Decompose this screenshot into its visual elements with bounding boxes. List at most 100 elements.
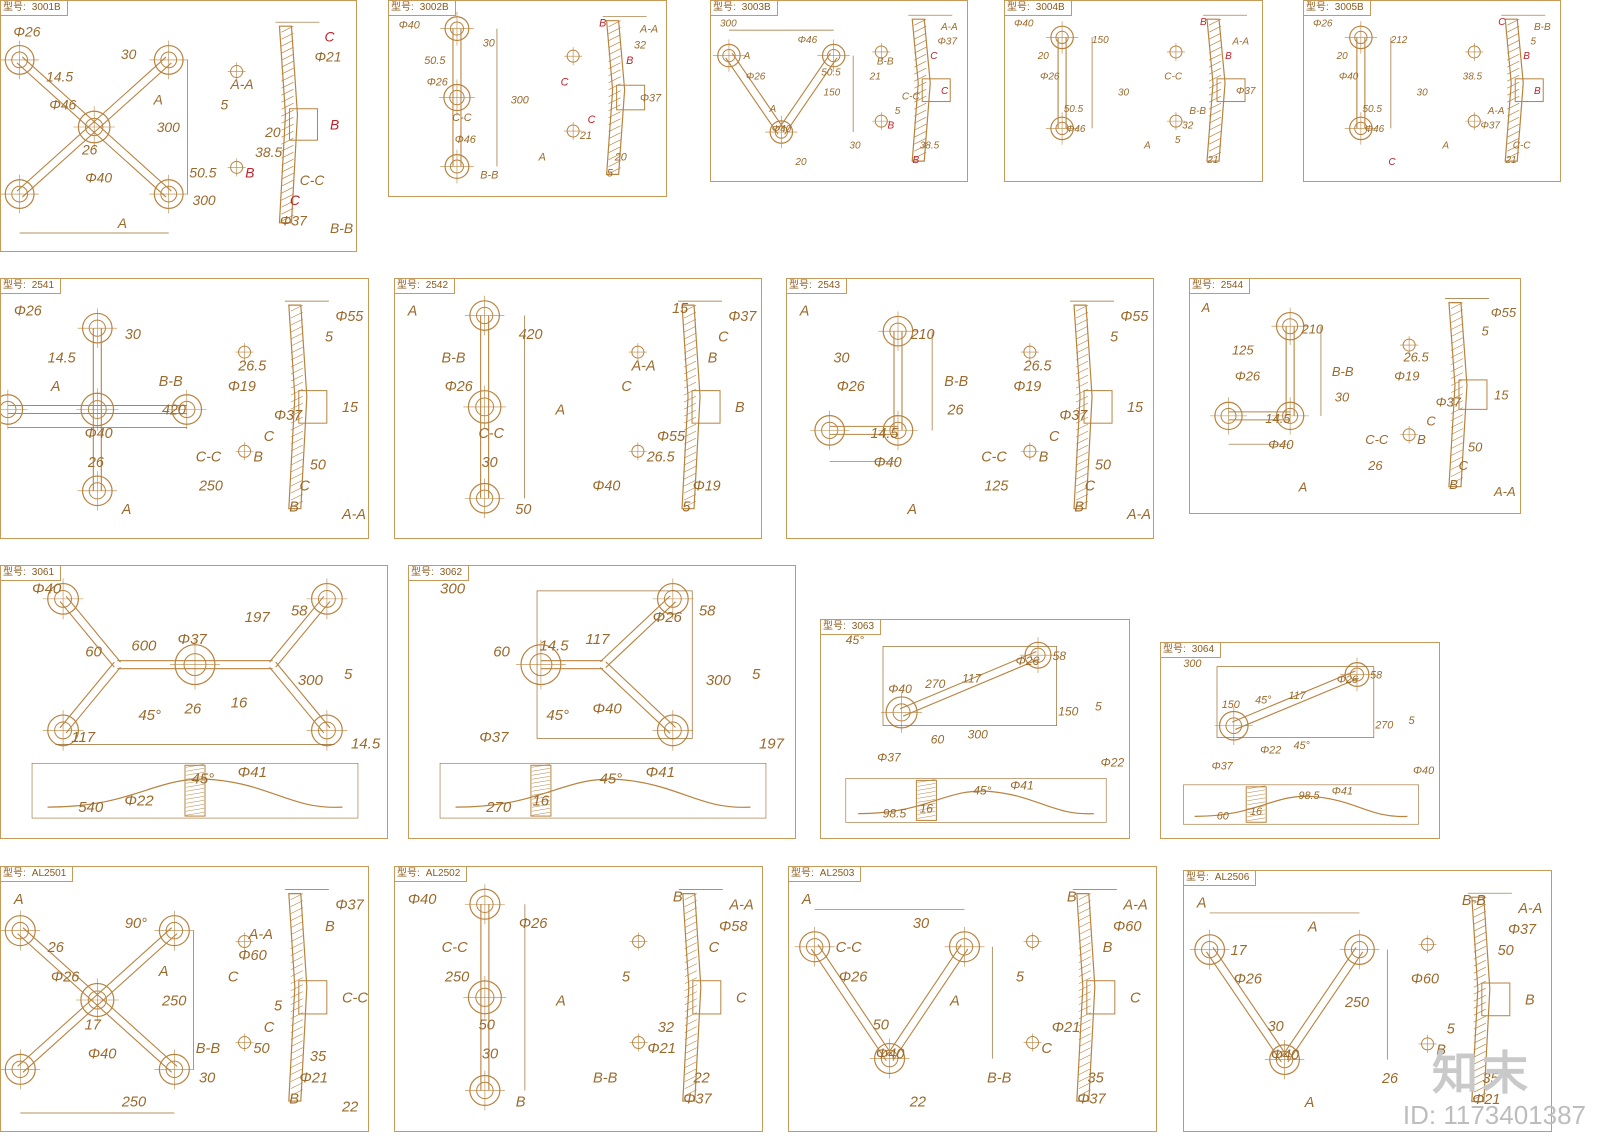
dimension-label: Φ37 xyxy=(335,898,364,914)
model-tag: 型号:3061 xyxy=(1,566,62,581)
hatch-line xyxy=(683,311,697,319)
hatch-line xyxy=(290,332,303,340)
dimension-label: Φ21 xyxy=(300,1070,329,1086)
hatch-line xyxy=(1075,346,1089,354)
dimension-label: 50 xyxy=(479,1017,496,1033)
hatch-line xyxy=(1208,144,1222,152)
hatch-line xyxy=(290,451,303,459)
hatch-line xyxy=(290,339,303,347)
hatch-line xyxy=(917,779,936,783)
dimension-label: A xyxy=(121,502,132,518)
hatch-line xyxy=(290,1005,303,1012)
dimension-label: 26 xyxy=(1367,458,1383,473)
dimension-label: Φ19 xyxy=(228,379,256,395)
dimension-label: A-A xyxy=(341,507,366,523)
hatch-line xyxy=(1075,423,1089,431)
hatch-line xyxy=(683,304,697,312)
dimension-label: Φ40 xyxy=(85,426,113,442)
hatch-line xyxy=(185,764,205,768)
hatch-line xyxy=(1208,60,1222,68)
hatch-line xyxy=(281,186,294,194)
hatch-line xyxy=(281,144,294,152)
model-tag: 型号:3003B xyxy=(711,1,778,16)
hatch-line xyxy=(290,970,303,977)
hatch-line xyxy=(1473,952,1486,960)
hatch-line xyxy=(1075,311,1089,319)
dimension-label: Φ41 xyxy=(1332,786,1353,798)
hatch-line xyxy=(1473,959,1486,967)
dimension-label: 250 xyxy=(161,993,187,1009)
hatch-line xyxy=(608,48,621,55)
dimension-label: A xyxy=(801,892,812,908)
hatch-line xyxy=(914,151,927,159)
hatch-line xyxy=(1208,81,1222,89)
dimension-label: 17 xyxy=(85,1017,102,1033)
dimension-label: 60 xyxy=(493,644,510,661)
bolt-body xyxy=(1086,980,1116,1015)
dimension-label: B-B xyxy=(1189,106,1206,117)
hatch-line xyxy=(290,360,303,368)
hatch-line xyxy=(1247,793,1266,798)
dimension-label: 35 xyxy=(1088,1070,1105,1086)
dimension-label: B xyxy=(1534,86,1541,97)
hatch-line xyxy=(683,367,697,375)
dimension-label: B xyxy=(289,1092,299,1108)
hatch-line xyxy=(1075,437,1089,445)
hatch-line xyxy=(290,1047,303,1054)
dimension-label: Φ26 xyxy=(1313,18,1333,29)
dimension-label: Φ40 xyxy=(1268,437,1294,452)
dimension-label: 212 xyxy=(1390,35,1408,46)
dimension-label: 15 xyxy=(672,301,689,317)
hatch-line xyxy=(684,956,697,963)
hatch-line xyxy=(1075,416,1089,424)
hatch-line xyxy=(290,984,303,991)
hatch-line xyxy=(290,367,303,375)
hatch-line xyxy=(281,88,294,96)
dimension-label: A xyxy=(769,104,777,115)
dimension-label: 14.5 xyxy=(46,69,73,85)
hatch-line xyxy=(684,998,697,1005)
hatch-line xyxy=(683,353,697,361)
dimension-label: C-C xyxy=(836,940,862,956)
hatch-line xyxy=(1075,360,1089,368)
dimension-label: 21 xyxy=(579,130,592,142)
hatch-line xyxy=(290,1026,303,1033)
dimension-label: 50 xyxy=(1468,439,1483,454)
dimension-label: 50.5 xyxy=(1064,104,1084,115)
dimension-label: Φ37 xyxy=(479,729,509,746)
dimension-label: B-B xyxy=(1534,22,1551,33)
dimension-label: 15 xyxy=(1494,387,1509,402)
hatch-line xyxy=(684,970,697,977)
dimension-label: 45° xyxy=(1293,740,1310,752)
hatch-line xyxy=(1450,449,1464,456)
panel-drawing: 300150Φ2298.5Φ26270Φ406045°45°Φ41585Φ371… xyxy=(1183,657,1434,825)
hatch-line xyxy=(683,451,697,459)
bolt-body xyxy=(288,108,318,141)
dimension-label: Φ40 xyxy=(32,580,62,597)
dimension-label: B-B xyxy=(330,220,353,236)
hatch-line xyxy=(281,109,294,117)
dimension-label: Φ55 xyxy=(1491,305,1517,320)
dimension-label: 5 xyxy=(221,96,229,112)
watermark-logo: 知末 xyxy=(1432,1047,1532,1099)
hatch-line xyxy=(1075,304,1089,312)
hatch-line xyxy=(683,465,697,473)
hatch-line xyxy=(281,151,294,159)
hatch-line xyxy=(684,1082,697,1089)
hatch-line xyxy=(1450,477,1464,484)
dimension-label: Φ26 xyxy=(653,609,683,626)
hatch-line xyxy=(608,118,621,125)
hatch-line xyxy=(684,963,697,970)
dimension-label: Φ58 xyxy=(719,919,748,935)
hatch-line xyxy=(1247,805,1266,810)
bolt-body xyxy=(1458,379,1488,410)
hatch-line xyxy=(684,949,697,956)
hatch-line xyxy=(1208,39,1222,47)
section-profile xyxy=(682,893,702,1102)
dimension-label: 21 xyxy=(1504,155,1516,166)
hatch-line xyxy=(608,139,621,146)
